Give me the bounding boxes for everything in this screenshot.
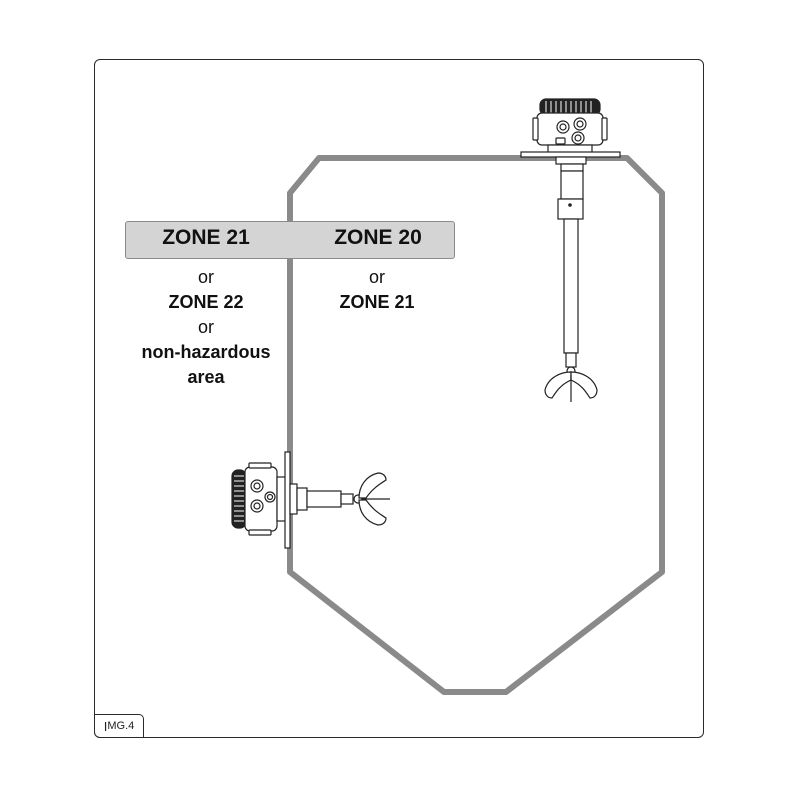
zone-left-alternatives: or ZONE 22 or non-hazardous area xyxy=(116,265,296,390)
housing-top xyxy=(536,112,604,146)
horizontal-level-switch xyxy=(231,451,390,549)
zone-bar xyxy=(125,221,455,259)
mounting-flange-side xyxy=(284,451,291,549)
or-text: or xyxy=(368,267,385,287)
zone-right-title: ZONE 20 xyxy=(334,226,422,249)
figure-frame xyxy=(94,59,704,738)
extension-shaft xyxy=(560,170,584,200)
or-text: or xyxy=(197,267,214,287)
paddle-blades-side xyxy=(358,472,387,499)
zone-left-title: ZONE 21 xyxy=(162,226,250,249)
mounting-flange-top xyxy=(520,151,621,158)
drive-shaft-side xyxy=(306,490,342,508)
paddle-blades-top xyxy=(544,371,572,399)
zone-22-text: ZONE 22 xyxy=(168,292,244,312)
vertical-level-switch xyxy=(520,98,621,402)
or-text: or xyxy=(197,317,214,337)
image-label-suffix: MG.4 xyxy=(107,720,135,732)
silo-outline xyxy=(287,155,665,695)
zone-right-alternatives: or ZONE 21 xyxy=(292,265,462,315)
area-text: area xyxy=(187,367,225,387)
image-label-prefix: I xyxy=(103,718,108,734)
zone-21-text: ZONE 21 xyxy=(339,292,415,312)
non-hazardous-text: non-hazardous xyxy=(141,342,271,362)
cooling-fins-side xyxy=(231,469,247,529)
